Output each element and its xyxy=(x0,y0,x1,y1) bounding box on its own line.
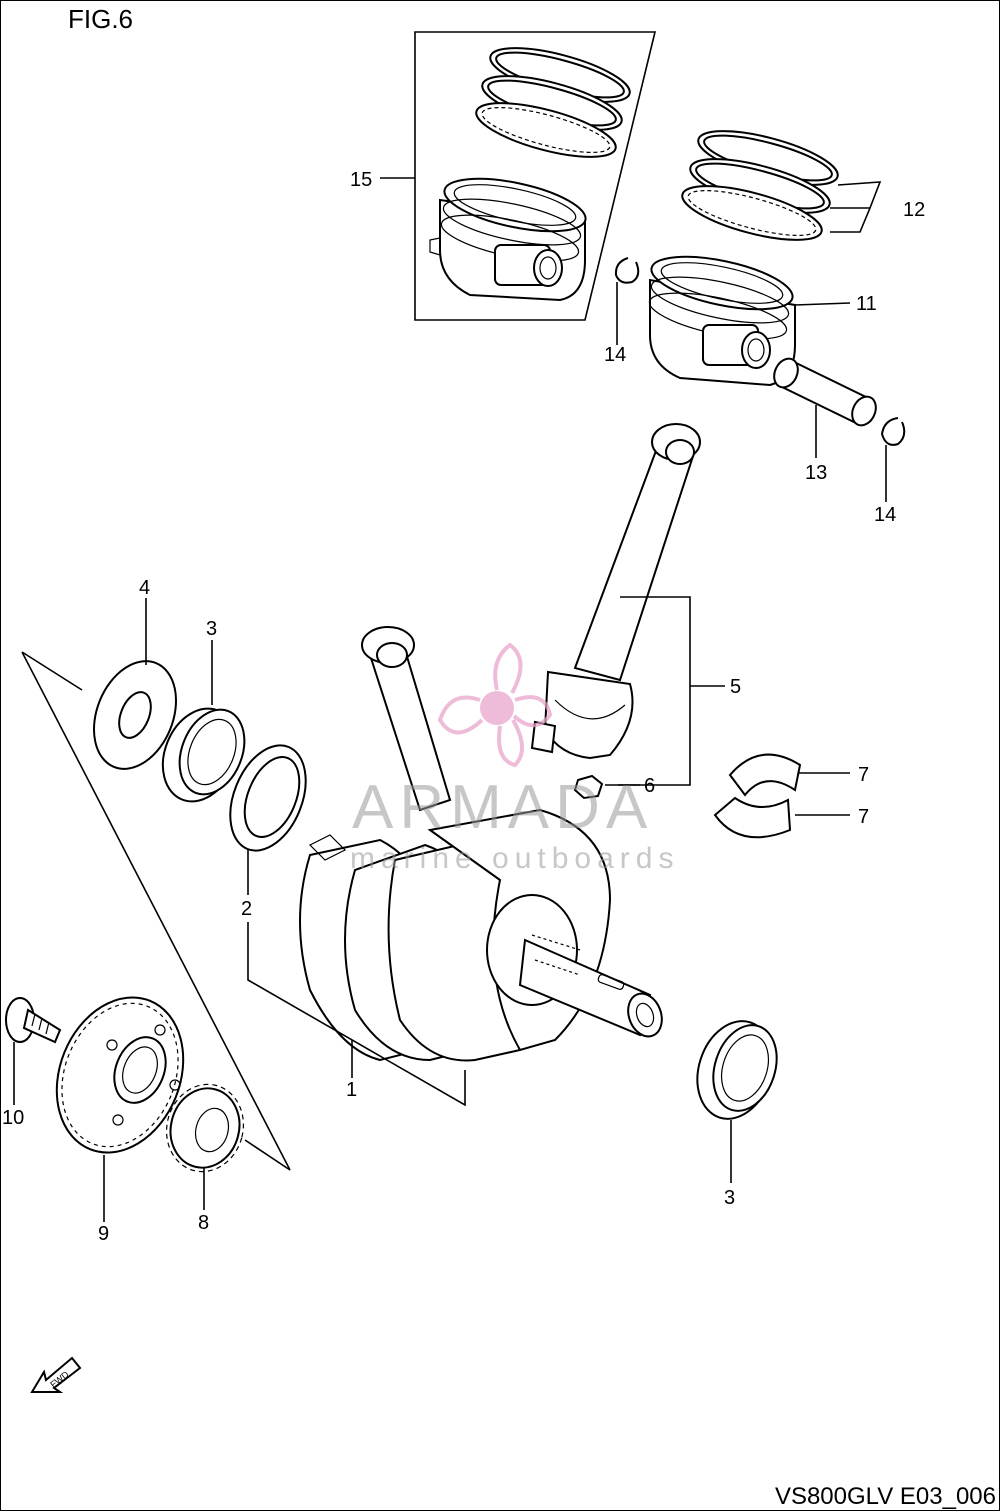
forward-arrow-icon: FWD xyxy=(30,1356,82,1393)
callout-6: 6 xyxy=(644,775,655,797)
conrod-bearing-lower[interactable] xyxy=(713,796,792,839)
conrod-nut[interactable] xyxy=(573,774,604,800)
thrust-bearing[interactable] xyxy=(216,734,320,861)
callout-14-right: 14 xyxy=(874,504,896,526)
callout-15: 15 xyxy=(350,169,372,191)
circlip-left[interactable] xyxy=(614,257,640,284)
figure-title: FIG.6 xyxy=(68,4,134,34)
callout-13: 13 xyxy=(805,462,827,484)
piston-rings-set-boxed[interactable] xyxy=(471,37,634,168)
piston-rings[interactable] xyxy=(677,120,842,251)
callout-7-upper: 7 xyxy=(858,764,869,786)
callout-10: 10 xyxy=(2,1107,24,1129)
callout-11: 11 xyxy=(856,293,877,315)
callout-7-lower: 7 xyxy=(858,806,869,828)
callout-9: 9 xyxy=(98,1223,109,1245)
watermark-brand: ARMADA xyxy=(352,773,654,842)
crank-bearing-right[interactable] xyxy=(685,1011,787,1128)
callout-3-top: 3 xyxy=(206,618,217,640)
callout-5: 5 xyxy=(730,676,741,698)
callout-2: 2 xyxy=(241,898,252,920)
leader-lines xyxy=(13,177,887,1222)
connecting-rod-rear[interactable] xyxy=(530,423,701,760)
circlip-right[interactable] xyxy=(880,417,906,446)
callout-1: 1 xyxy=(346,1079,357,1101)
group-bracket-lines xyxy=(21,651,291,1171)
crankshaft[interactable] xyxy=(299,808,668,1062)
conrod-bearing-upper[interactable] xyxy=(728,753,802,797)
connecting-rod-front[interactable] xyxy=(361,626,452,812)
crank-gear[interactable] xyxy=(157,1076,253,1181)
piston-boxed[interactable] xyxy=(429,169,590,302)
piston[interactable] xyxy=(646,247,797,387)
callout-labels: 15 12 11 14 13 14 4 3 5 6 7 7 2 1 10 9 8… xyxy=(2,169,925,1245)
thrust-washer[interactable] xyxy=(79,649,191,781)
callout-8: 8 xyxy=(198,1212,209,1234)
gear-bolt[interactable] xyxy=(5,997,62,1044)
callout-14-left: 14 xyxy=(604,344,626,366)
primary-drive-gear[interactable] xyxy=(34,978,205,1171)
crank-bearing-left[interactable] xyxy=(150,697,257,812)
callout-3-bottom: 3 xyxy=(724,1187,735,1209)
figure-code: VS800GLV E03_006 xyxy=(774,1483,996,1510)
watermark-tagline: marine outboards xyxy=(350,842,680,875)
callout-4: 4 xyxy=(139,577,150,599)
watermark-propeller-icon xyxy=(437,642,553,768)
piston-set-box xyxy=(414,31,657,321)
callout-12: 12 xyxy=(903,199,925,221)
piston-pin[interactable] xyxy=(770,355,881,429)
